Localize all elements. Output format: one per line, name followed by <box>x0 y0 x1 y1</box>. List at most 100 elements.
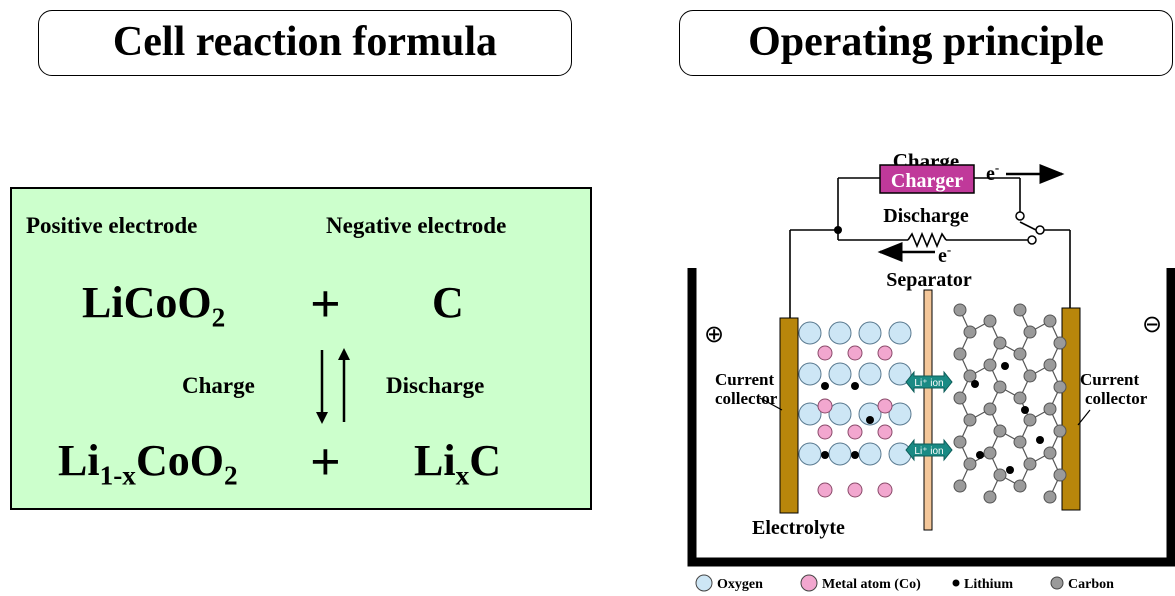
carbon-atom <box>953 347 967 361</box>
charger-box <box>879 164 975 194</box>
collector-label-left-1: Current <box>715 370 775 389</box>
carbon-atom <box>983 402 997 416</box>
collector-label-left-2: collector <box>715 389 778 408</box>
oxygen-atom <box>798 362 822 386</box>
lithium-atom <box>851 382 859 390</box>
oxygen-atom <box>888 402 912 426</box>
positive-electrode-label: Positive electrode <box>26 213 198 238</box>
carbon-atom <box>993 468 1007 482</box>
metal-atom <box>817 345 833 361</box>
product-negative: LixC <box>414 436 501 491</box>
metal-atom <box>817 398 833 414</box>
cell-reaction-title: Cell reaction formula <box>38 10 572 76</box>
oxygen-atom <box>828 321 852 345</box>
oxygen-atom <box>798 402 822 426</box>
carbon-atom <box>1043 358 1057 372</box>
switch-terminal-right <box>1035 225 1045 235</box>
lithium-atom <box>851 451 859 459</box>
negative-current-collector <box>1061 307 1081 511</box>
legend-lithium: Lithium <box>964 577 1013 592</box>
positive-current-collector <box>779 317 799 514</box>
oxygen-atom <box>888 321 912 345</box>
discharge-circuit-label: Discharge <box>883 205 969 227</box>
carbon-atom <box>1023 325 1037 339</box>
carbon-atom <box>1043 446 1057 460</box>
oxygen-atom <box>828 442 852 466</box>
carbon-atom <box>993 336 1007 350</box>
metal-atom <box>847 424 863 440</box>
collector-label-right-1: Current <box>1080 370 1140 389</box>
li-ion-arrow-bottom: Li⁺ ion <box>905 438 953 462</box>
li-ion-arrow-top: Li⁺ ion <box>905 370 953 394</box>
metal-atom <box>877 482 893 498</box>
collector-label-right-2: collector <box>1085 389 1148 408</box>
reactant-positive: LiCoO2 <box>82 278 226 333</box>
carbon-atom <box>1053 380 1067 394</box>
carbon-atom <box>1013 391 1027 405</box>
metal-atom <box>847 345 863 361</box>
electron-top: e- <box>986 160 999 185</box>
separator-label: Separator <box>886 269 972 291</box>
positive-terminal-icon: ⊕ <box>704 320 724 348</box>
carbon-legend-icon <box>1050 576 1064 590</box>
legend-metal: Metal atom (Co) <box>822 577 921 592</box>
lithium-atom <box>976 451 984 459</box>
metal-atom <box>877 345 893 361</box>
carbon-atom <box>1043 314 1057 328</box>
oxygen-atom <box>798 442 822 466</box>
li-ion-label-top: Li⁺ ion <box>914 378 943 389</box>
carbon-atom <box>1043 402 1057 416</box>
switch-terminal-mid <box>1027 235 1037 245</box>
carbon-atom <box>963 413 977 427</box>
lithium-atom <box>1036 436 1044 444</box>
reaction-arrows <box>316 348 350 424</box>
oxygen-atom <box>858 402 882 426</box>
carbon-atom <box>1013 435 1027 449</box>
carbon-atom <box>953 479 967 493</box>
carbon-atom <box>1023 413 1037 427</box>
metal-atom <box>877 424 893 440</box>
electron-bottom: e- <box>938 242 951 267</box>
legend-oxygen: Oxygen <box>717 577 763 592</box>
metal-atom <box>847 482 863 498</box>
charge-label: Charge <box>182 373 255 398</box>
carbon-atom <box>1053 424 1067 438</box>
electrolyte-label: Electrolyte <box>752 517 845 539</box>
oxygen-atom <box>828 402 852 426</box>
oxygen-atom <box>888 442 912 466</box>
carbon-atom <box>963 457 977 471</box>
discharge-label: Discharge <box>386 373 485 398</box>
lithium-atom <box>866 416 874 424</box>
lithium-atom <box>821 451 829 459</box>
lithium-atom <box>1001 362 1009 370</box>
lithium-atom <box>821 382 829 390</box>
product-positive: Li1-xCoO2 <box>58 436 238 491</box>
separator-membrane <box>923 289 933 531</box>
metal-atom <box>817 424 833 440</box>
carbon-atom <box>1043 490 1057 504</box>
carbon-atom <box>983 358 997 372</box>
switch-terminal-top <box>1015 211 1025 221</box>
metal-atom <box>817 482 833 498</box>
formula-box: Positive electrode Negative electrode Li… <box>10 187 592 510</box>
electrolyte-vessel <box>687 268 1175 567</box>
negative-terminal-icon: ⊖ <box>1142 310 1162 338</box>
carbon-atom <box>993 380 1007 394</box>
carbon-atom <box>953 435 967 449</box>
carbon-atom <box>1023 369 1037 383</box>
legend-carbon: Carbon <box>1068 577 1114 592</box>
negative-electrode-lattice <box>953 303 1067 504</box>
metal-atom <box>877 398 893 414</box>
external-circuit <box>789 177 1071 318</box>
carbon-atom <box>983 314 997 328</box>
charger-label: Charger <box>891 170 963 192</box>
metal-atom-legend-icon <box>800 574 818 592</box>
lithium-atom <box>1021 406 1029 414</box>
carbon-atom <box>953 303 967 317</box>
operating-principle-title: Operating principle <box>679 10 1173 76</box>
positive-electrode-lattice <box>798 321 912 498</box>
oxygen-atom <box>858 362 882 386</box>
oxygen-legend-icon <box>695 574 713 592</box>
carbon-atom <box>1053 336 1067 350</box>
carbon-atom <box>993 424 1007 438</box>
